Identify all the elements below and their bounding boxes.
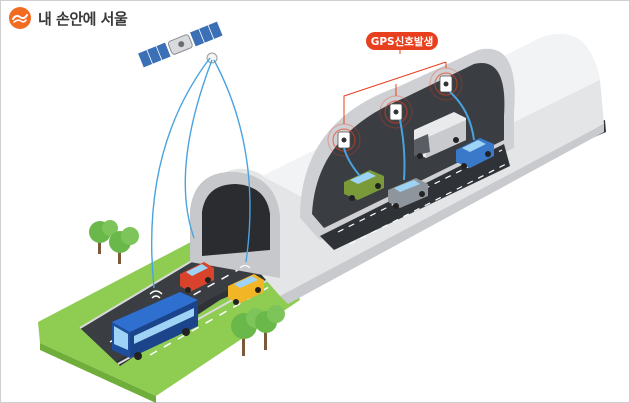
truck-icon (414, 112, 466, 159)
car-icon (180, 262, 214, 293)
gps-signal-line (184, 59, 213, 239)
gps-callout-label: GPS신호발생 (371, 35, 434, 48)
gps-signal-line (449, 91, 475, 141)
satellite-icon (136, 20, 224, 69)
tree-icon (89, 220, 139, 264)
tunnel-side-wall (280, 124, 604, 304)
road-edge-line (79, 255, 201, 329)
grass-ground-edge (40, 343, 156, 403)
wifi-signal-icon (149, 290, 163, 299)
gps-signal-line (399, 119, 406, 181)
brand-logo-text: 내 손안에 서울 (38, 9, 128, 28)
interior-lane-marking (349, 163, 507, 245)
lane-marking (149, 275, 289, 356)
gps-transmitter-icon (429, 67, 463, 101)
gps-signal-line (151, 57, 211, 289)
car-icon (388, 178, 428, 209)
gps-callout-badge (366, 32, 438, 50)
gps-transmitter-icon (379, 95, 413, 129)
tunnel-entrance-opening (202, 184, 270, 256)
car-icon (228, 274, 264, 305)
callout-bracket (343, 40, 447, 124)
brand-logo: 내 손안에 서울 (8, 6, 128, 30)
seoul-sun-logo-icon (9, 7, 31, 29)
bus-icon (112, 292, 198, 360)
tree-icon (231, 305, 285, 356)
gps-signal-line (343, 147, 361, 177)
wifi-signal-icon (239, 264, 251, 269)
gps-signal-line (213, 59, 251, 263)
car-icon (456, 138, 494, 169)
car-icon (344, 170, 384, 201)
